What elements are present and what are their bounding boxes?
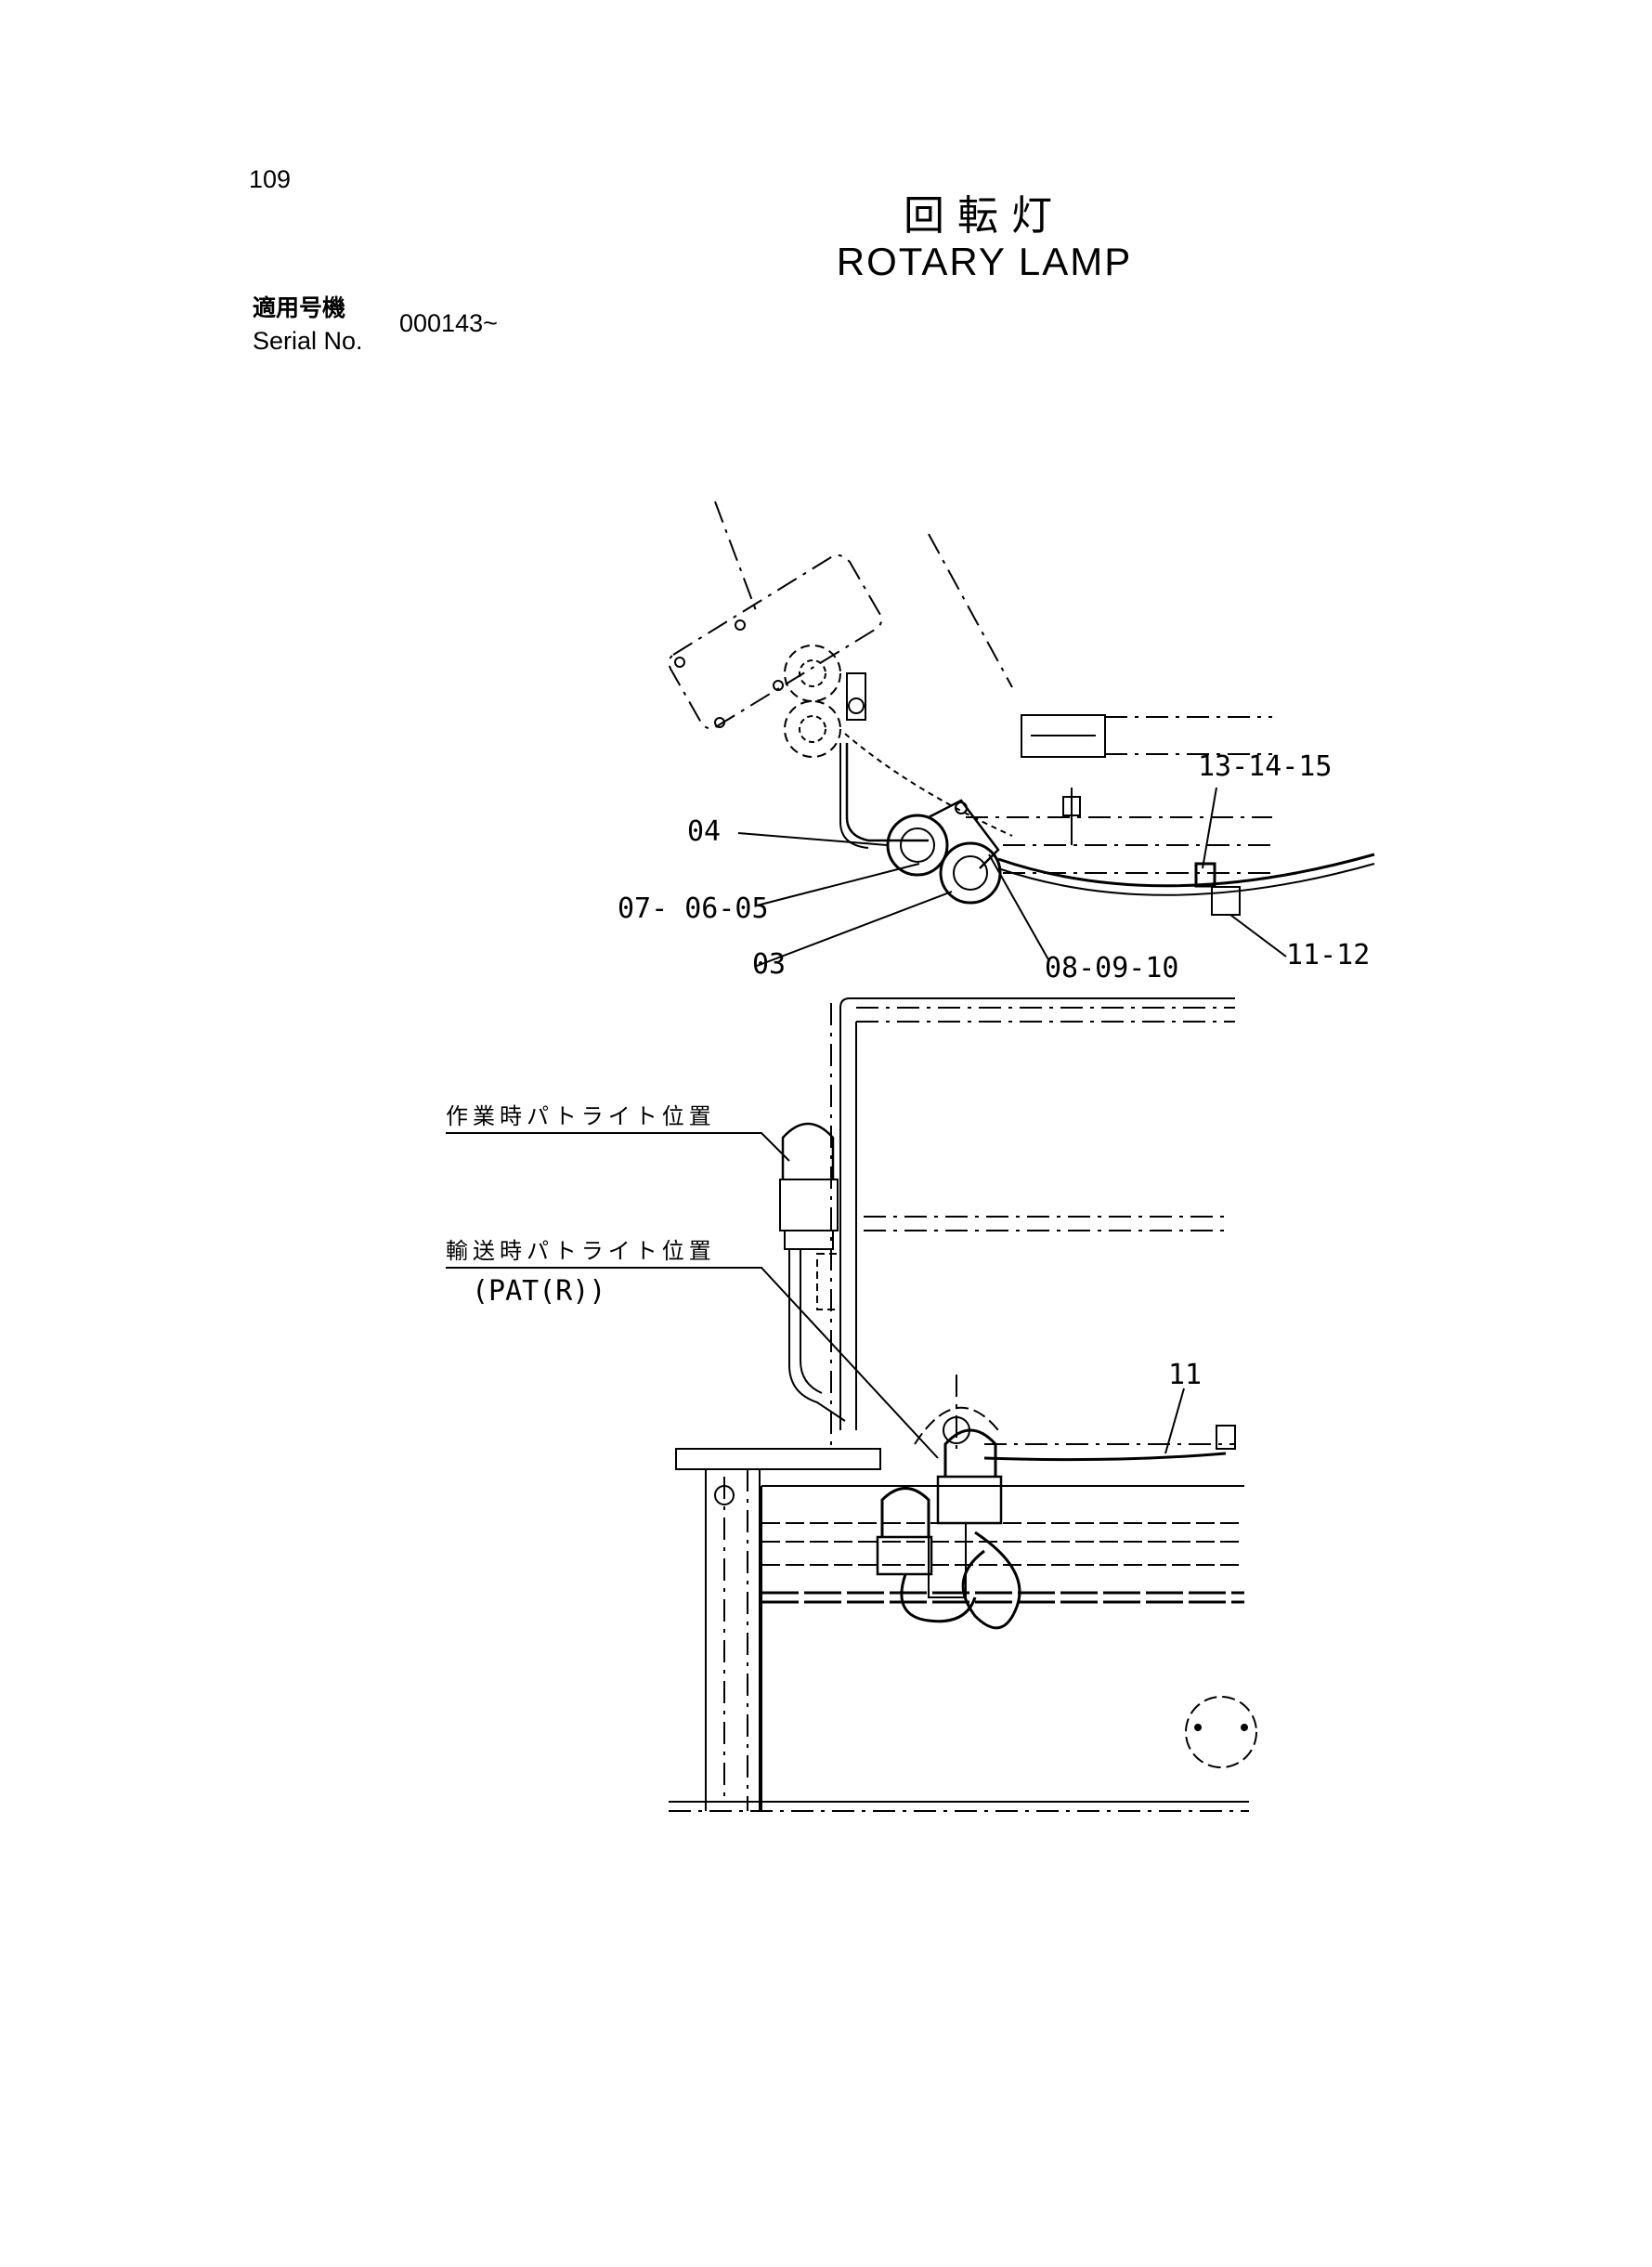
- harness-end-tab: [1216, 1425, 1236, 1450]
- hatch-dot: [1241, 1724, 1248, 1731]
- lamp-phantom-inner: [799, 715, 826, 743]
- top-rail: [839, 997, 1235, 1009]
- serial-label-jp: 適用号機: [253, 294, 346, 321]
- lower-cable: [788, 1249, 846, 1422]
- page-number: 109: [249, 165, 292, 193]
- upper-assembly-view: [668, 501, 1375, 967]
- phantom-cable: [844, 733, 1013, 837]
- note-transport-code: (PAT(R)): [472, 1275, 606, 1308]
- transport-bracket: [914, 1406, 999, 1445]
- lamp-working-foot: [784, 1230, 834, 1250]
- lower-cable-outline: [800, 1249, 823, 1394]
- clamp-bolt: [955, 801, 968, 814]
- lower-assembly-view: [446, 997, 1257, 1812]
- leader-11: [1164, 1388, 1185, 1454]
- page-title-jp: 回転灯: [904, 192, 1065, 240]
- upper-chain-line-right: [928, 533, 1013, 688]
- plate-hole: [773, 680, 784, 691]
- plate-hole: [674, 657, 685, 668]
- leader-08-09-10: [988, 853, 1050, 962]
- callout-03: 03: [752, 948, 786, 981]
- round-hatch: [1185, 1696, 1257, 1768]
- callout-04: 04: [687, 815, 721, 848]
- callout-08-09-10: 08-09-10: [1045, 952, 1179, 984]
- callout-13-14-15: 13-14-15: [1198, 750, 1333, 783]
- lamp-working-position: [781, 1122, 835, 1179]
- lamp-phantom-lower: [784, 700, 841, 758]
- wire-harness-11-12: [997, 853, 1375, 888]
- upper-cable-outline: [839, 743, 869, 849]
- cable-loop-lower: [900, 1573, 977, 1623]
- upper-chain-line-left: [714, 501, 758, 614]
- clamp-bracket: [928, 799, 1000, 869]
- plate-hole: [735, 619, 746, 631]
- base-frame-top: [675, 1448, 881, 1470]
- leader-working-position: [446, 1132, 790, 1162]
- lamp-stand: [928, 1523, 967, 1598]
- leader-13-14-15: [1202, 787, 1217, 869]
- plate-hole: [714, 717, 725, 728]
- leader-04: [737, 832, 888, 846]
- hatch-dot: [1194, 1724, 1202, 1731]
- callout-11-12: 11-12: [1286, 939, 1370, 971]
- leader-transport-position: [446, 1267, 939, 1459]
- harness-11: [983, 1452, 1227, 1462]
- harness-clamp: [1194, 862, 1216, 888]
- harness-block: [1211, 886, 1241, 916]
- note-working-position: 作業時パトライト位置: [446, 1103, 716, 1129]
- lamp-03: [939, 841, 1002, 905]
- leader-03: [756, 891, 953, 967]
- lamp-03-inner: [953, 855, 988, 891]
- lamp-working-base: [779, 1179, 839, 1231]
- wire-harness-outline: [997, 863, 1375, 896]
- lamp-transport-upper-base: [936, 1475, 1003, 1525]
- lamp-04: [886, 814, 949, 877]
- page-title-en: ROTARY LAMP: [836, 240, 1133, 283]
- leader-11-12: [1229, 914, 1287, 958]
- bracket-bolt: [848, 697, 865, 714]
- lamp-phantom-inner: [799, 659, 826, 687]
- cable-loop: [961, 1531, 1021, 1630]
- upper-cable: [845, 743, 929, 842]
- lamp-phantom-upper: [784, 645, 841, 702]
- lamp-transport-lower: [880, 1487, 930, 1537]
- callout-11: 11: [1168, 1359, 1202, 1391]
- serial-label-en: Serial No.: [253, 327, 363, 355]
- serial-value: 000143~: [399, 309, 498, 337]
- lamp-bracket: [846, 672, 866, 721]
- upper-block: [1021, 714, 1106, 758]
- lamp-transport-upper: [943, 1428, 997, 1477]
- callout-07-06-05: 07- 06-05: [618, 892, 769, 925]
- lamp-04-inner: [900, 827, 935, 863]
- working-bracket: [816, 1253, 841, 1310]
- note-transport-position: 輸送時パトライト位置: [446, 1238, 716, 1264]
- leader-07-06-05: [756, 863, 920, 906]
